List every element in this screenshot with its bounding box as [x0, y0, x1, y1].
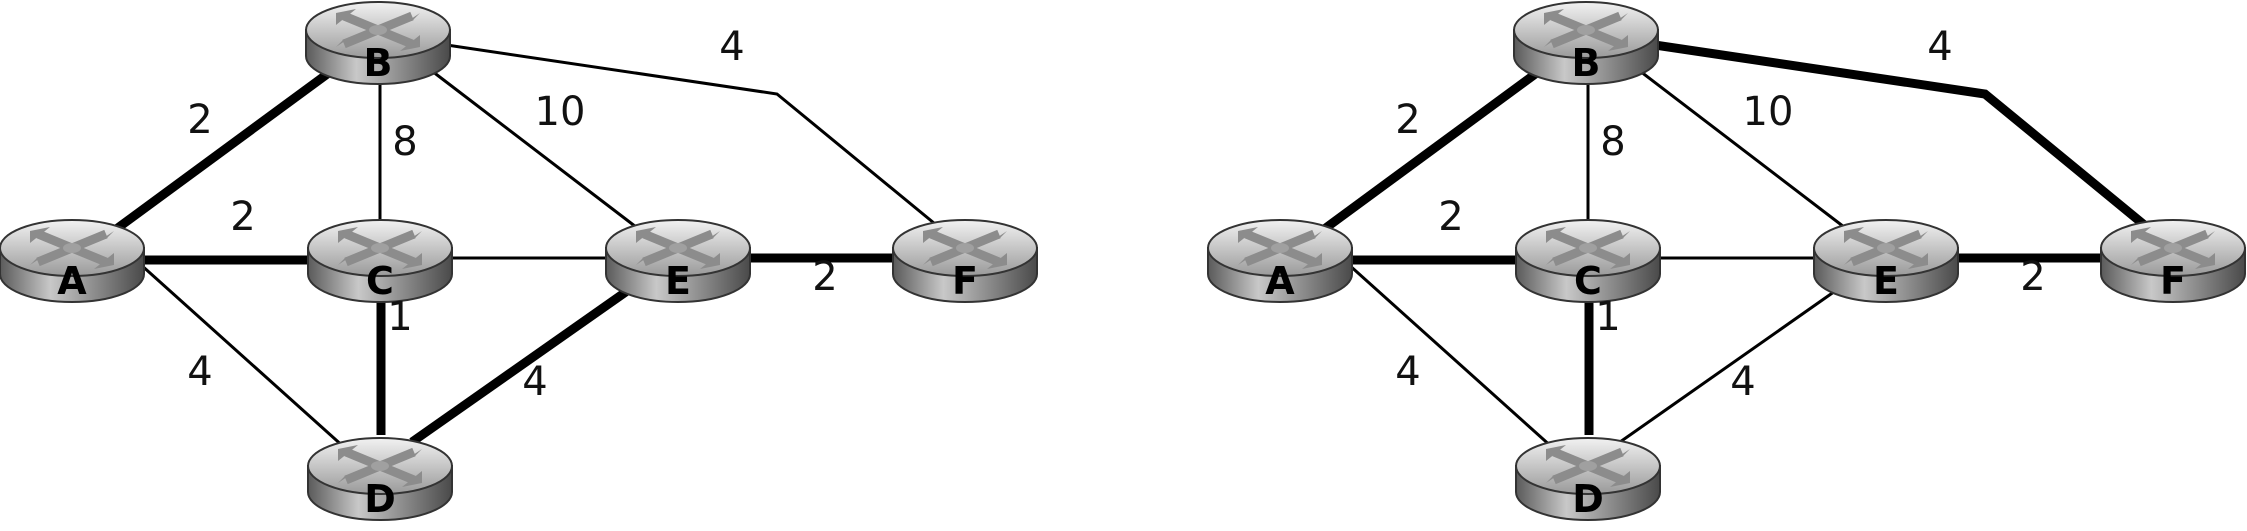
right-edge-bf: [1647, 39, 2151, 232]
right-router-c-label: C: [1574, 259, 1602, 303]
right-edge-bf-weight: 4: [1927, 24, 1952, 70]
right-router-f-label: F: [2160, 259, 2186, 303]
edges-layer: [112, 39, 2151, 450]
left-edge-bf: [439, 42, 941, 230]
left-router-b: B: [305, 1, 451, 85]
left-router-d: D: [307, 437, 453, 521]
right-edge-be-weight: 10: [1743, 89, 1794, 135]
right-edge-de: [1619, 280, 1849, 444]
left-router-a-label: A: [57, 259, 87, 303]
left-router-e: E: [605, 219, 751, 303]
right-router-a-label: A: [1265, 259, 1295, 303]
left-edge-de: [409, 278, 643, 446]
left-router-f: F: [892, 219, 1038, 303]
left-router-e-label: E: [665, 259, 691, 303]
left-edge-be-weight: 10: [535, 89, 586, 135]
right-edge-ab: [1320, 68, 1541, 234]
left-edge-bf-weight: 4: [719, 24, 744, 70]
left-edge-de-weight: 4: [522, 359, 547, 405]
left-edge-bc-weight: 8: [392, 119, 417, 165]
right-router-c: C: [1515, 219, 1661, 303]
right-graph-edges: [1320, 39, 2151, 450]
left-edge-ab: [112, 68, 333, 234]
right-router-e-label: E: [1873, 259, 1899, 303]
right-edge-ab-weight: 2: [1395, 97, 1420, 143]
left-edge-ef-weight: 2: [812, 254, 837, 300]
labels-layer: 2 2 4 8 10 4 1 4 2 2 2 4 8 10 4 1 4 2: [187, 24, 2045, 405]
right-edge-de-weight: 4: [1730, 359, 1755, 405]
left-router-c-label: C: [366, 259, 394, 303]
right-router-f: F: [2100, 219, 2246, 303]
left-edge-ad: [128, 253, 347, 450]
right-router-a: A: [1207, 219, 1353, 303]
right-edge-bc-weight: 8: [1600, 119, 1625, 165]
right-edge-be: [1635, 66, 1849, 232]
left-router-f-label: F: [952, 259, 978, 303]
right-router-e: E: [1813, 219, 1959, 303]
right-edge-ad: [1336, 253, 1555, 450]
right-router-b-label: B: [1572, 41, 1601, 85]
left-router-a: A: [0, 219, 145, 303]
left-edge-be: [427, 66, 641, 232]
right-router-d-label: D: [1572, 477, 1604, 521]
left-edge-ab-weight: 2: [187, 97, 212, 143]
left-edge-ad-weight: 4: [187, 349, 212, 395]
left-edge-cd-weight: 1: [387, 294, 412, 340]
left-router-b-label: B: [364, 41, 393, 85]
right-edge-ef-weight: 2: [2020, 254, 2045, 300]
left-edge-ac-weight: 2: [230, 194, 255, 240]
left-router-c: C: [307, 219, 453, 303]
nodes-layer: A B C D E F A B C D E F: [0, 1, 2246, 521]
right-edge-ad-weight: 4: [1395, 349, 1420, 395]
right-router-b: B: [1513, 1, 1659, 85]
right-edge-ac-weight: 2: [1438, 194, 1463, 240]
left-graph-edges: [112, 42, 941, 450]
right-router-d: D: [1515, 437, 1661, 521]
right-edge-cd-weight: 1: [1595, 294, 1620, 340]
left-router-d-label: D: [364, 477, 396, 521]
